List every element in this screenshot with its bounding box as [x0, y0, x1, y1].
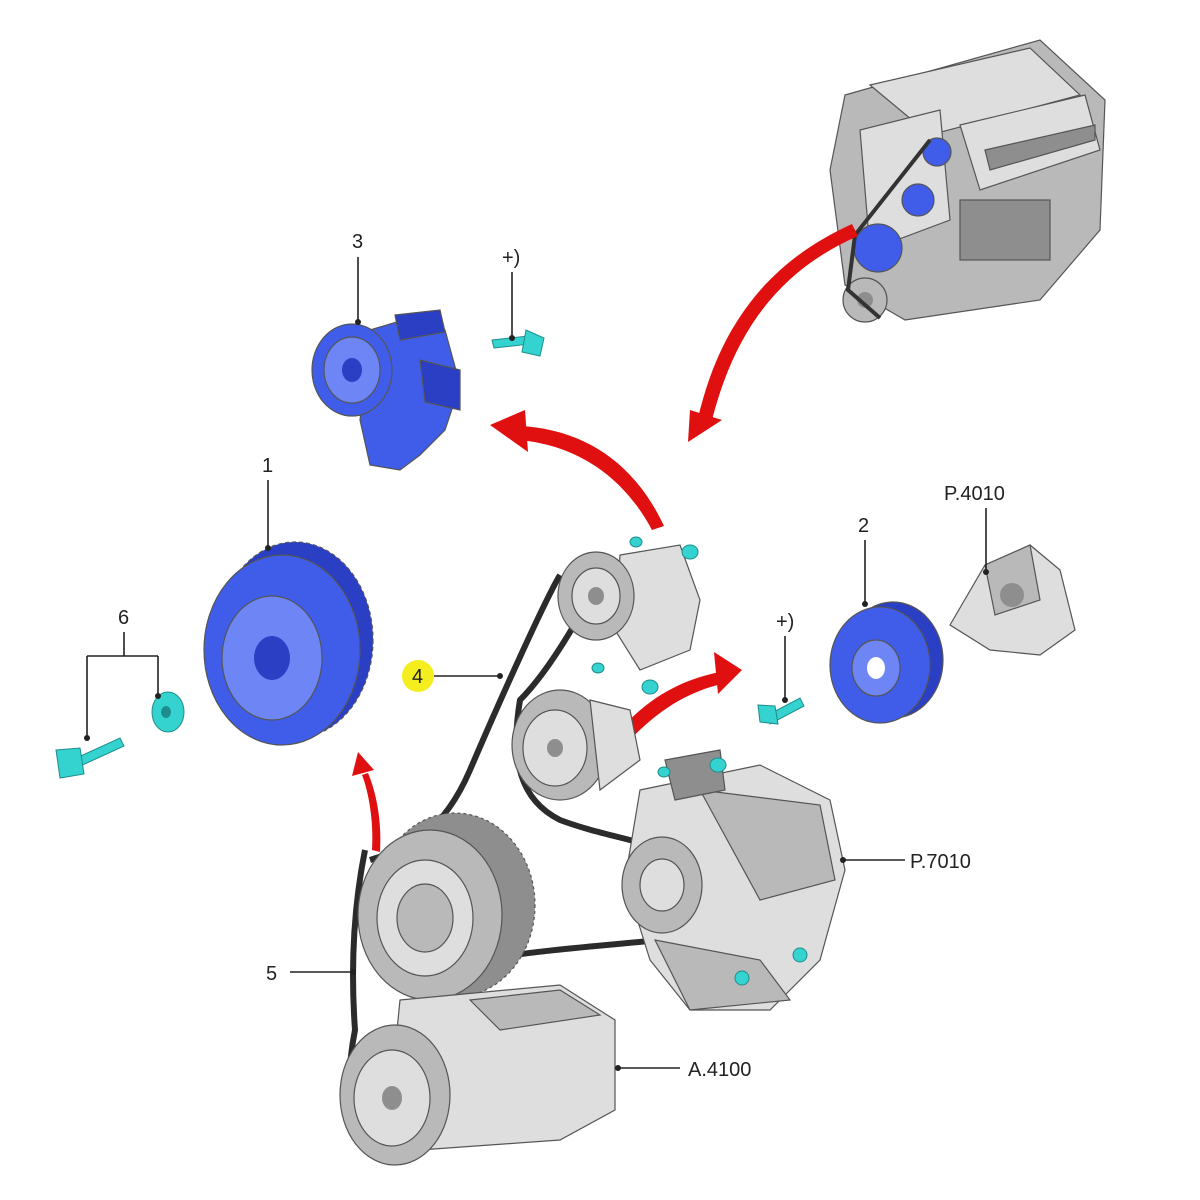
red-arrow-idler-to-part2	[606, 652, 742, 756]
callout-a4100: A.4100	[688, 1059, 751, 1081]
bolt-plus-b	[757, 697, 805, 725]
red-arrow-engine-to-assembly	[688, 224, 858, 442]
part-1-crankshaft-pulley	[203, 541, 374, 746]
callout-1: 1	[262, 455, 273, 477]
callout-5: 5	[266, 963, 277, 985]
callout-4: 4	[412, 666, 423, 688]
callout-p4010: P.4010	[944, 483, 1005, 505]
part-3-belt-tensioner	[311, 309, 461, 471]
bolt-plus-a	[491, 329, 545, 357]
callout-p7010: P.7010	[910, 851, 971, 873]
callout-plus-a: +)	[502, 247, 520, 269]
assembly-tensioner	[557, 544, 701, 671]
callout-4-highlight	[402, 660, 434, 692]
callout-3: 3	[352, 231, 363, 253]
assembly-bolts	[591, 536, 808, 986]
callout-plus-b: +)	[776, 611, 794, 633]
engine-assembly-image	[829, 39, 1106, 323]
idler-pulley	[511, 689, 641, 801]
callout-2: 2	[858, 515, 869, 537]
leader-lines	[84, 257, 989, 1071]
red-arrow-tensioner-to-part3	[490, 410, 664, 530]
water-pump-housing	[949, 544, 1076, 656]
washer-6	[151, 691, 185, 733]
part-2-water-pump-pulley	[829, 601, 944, 724]
callout-6: 6	[118, 607, 129, 629]
red-arrow-crank-to-part1	[352, 752, 381, 852]
crankshaft-pulley-assembly	[357, 812, 536, 1001]
alternator	[621, 749, 846, 1011]
bolt-6	[55, 737, 125, 779]
ac-compressor	[339, 984, 616, 1166]
